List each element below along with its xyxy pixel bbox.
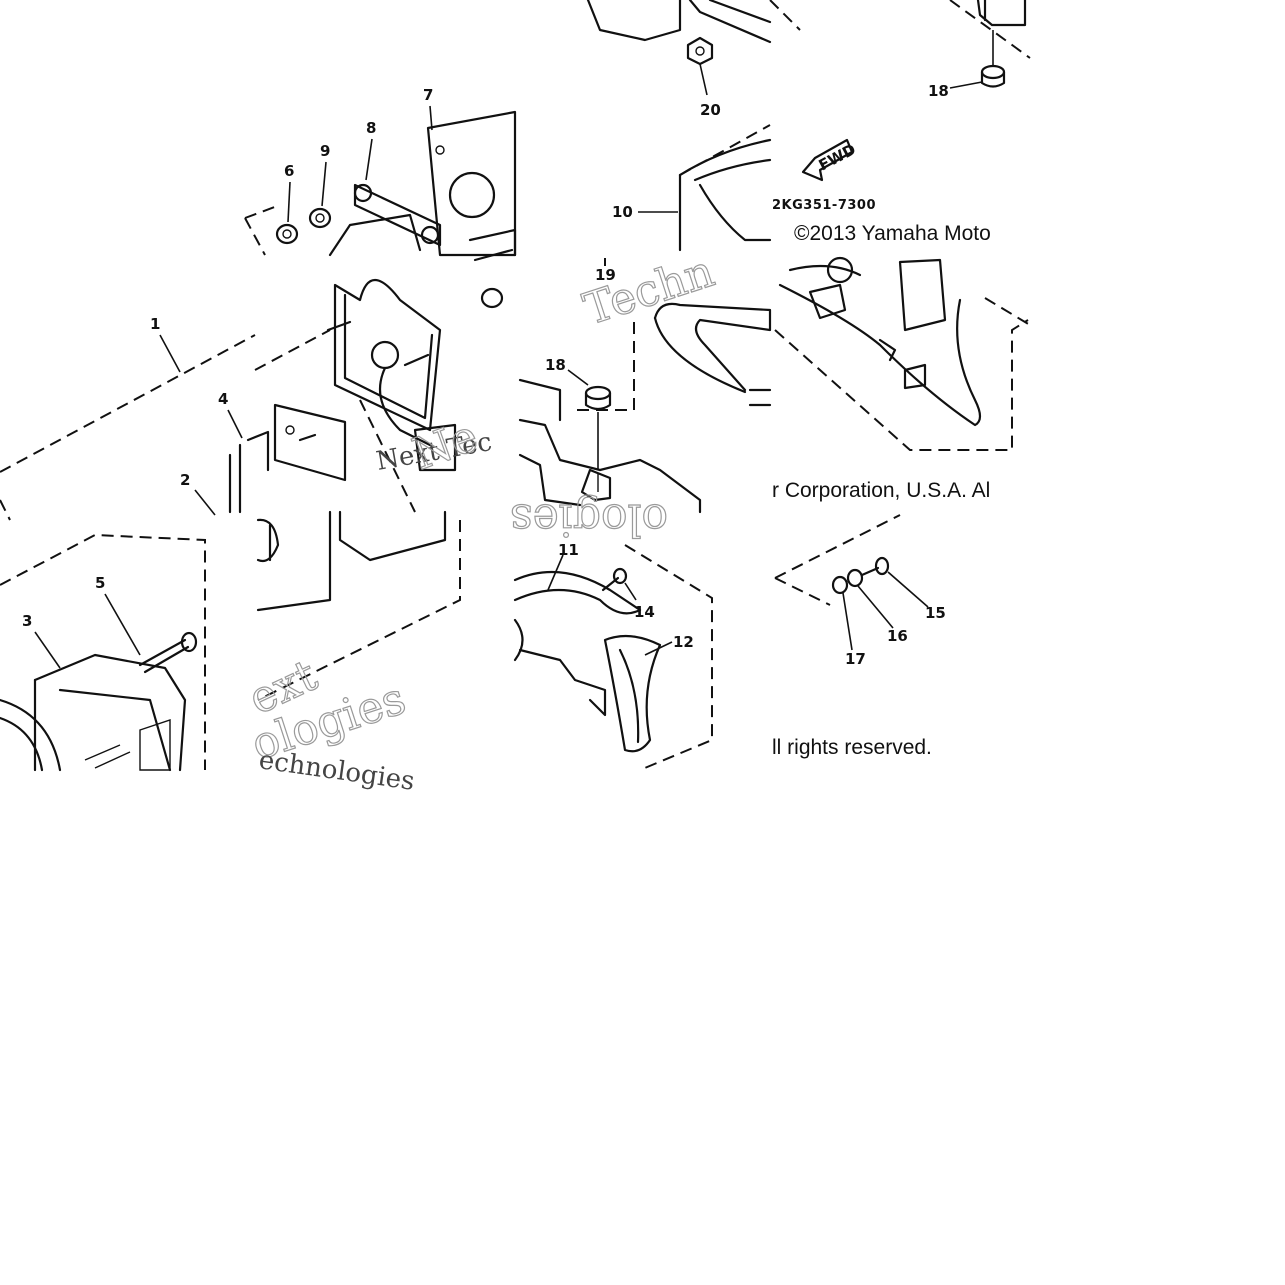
watermarks: Techn Next Tec ologies ext ologies echno… (240, 245, 720, 797)
bolt-part-15 (860, 556, 929, 608)
callout-15: 15 (925, 604, 946, 622)
fwd-arrow: FWD (801, 138, 859, 182)
lamp-body-lower (256, 510, 461, 701)
copyright-line-2: r Corporation, U.S.A. Al (772, 479, 990, 502)
callout-10: 10 (612, 203, 633, 221)
callout-20: 20 (700, 101, 721, 119)
copyright-line-1: ©2013 Yamaha Moto (794, 222, 991, 245)
washer-part-9 (308, 207, 332, 229)
callout-5: 5 (95, 574, 105, 592)
watermark-ologies-mid: ologies (510, 494, 668, 545)
callout-2: 2 (180, 471, 190, 489)
dashed-leader-part-1 (0, 334, 256, 521)
callout-6: 6 (284, 162, 294, 180)
part-code: 2KG351-7300 (772, 198, 876, 213)
nut-part-20 (686, 36, 714, 96)
callout-19: 19 (595, 266, 616, 284)
rear-fender-panel (518, 302, 772, 514)
callout-3: 3 (22, 612, 32, 630)
screw-part-14 (601, 567, 637, 601)
callout-18-center: 18 (545, 356, 566, 374)
copyright-line-3: ll rights reserved. (772, 736, 932, 759)
callout-8: 8 (366, 119, 376, 137)
callout-18-top: 18 (928, 82, 949, 100)
lamp-base-part-2 (254, 279, 457, 482)
callout-11: 11 (558, 541, 579, 559)
dashed-leader-fasteners (774, 514, 901, 606)
spring-washer-part-16 (846, 568, 894, 629)
callout-16: 16 (887, 627, 908, 645)
copyright-notice: ©2013 Yamaha Moto r Corporation, U.S.A. … (772, 215, 1030, 759)
bulb-socket (359, 228, 517, 513)
grommet-part-18-top (949, 64, 1006, 89)
gasket-part-4 (228, 430, 270, 514)
callout-17: 17 (845, 650, 866, 668)
grab-rail-part-11 (513, 554, 642, 717)
bracket-top-right (586, 0, 772, 44)
callout-12: 12 (673, 633, 694, 651)
fender-part-10 (638, 124, 772, 252)
rear-fender-assembly (774, 256, 1031, 451)
rail-end-part-12 (603, 544, 713, 771)
taillight-lens-part-3 (0, 533, 206, 772)
callout-1: 1 (150, 315, 160, 333)
license-bracket-part-7 (244, 110, 517, 257)
callout-labels: 1 2 3 4 5 6 7 8 9 10 11 12 14 15 16 17 1… (22, 82, 949, 669)
bolt-part-5 (138, 631, 198, 674)
callout-7: 7 (423, 86, 433, 104)
nut-part-6 (275, 223, 299, 245)
washer-part-17 (831, 575, 853, 651)
callout-4: 4 (218, 390, 228, 408)
watermark-echnologies: echnologies (257, 745, 416, 797)
stay-part-8 (328, 183, 442, 257)
callout-9: 9 (320, 142, 330, 160)
bracket-top-right-far (769, 0, 1031, 65)
grommet-part-18-center (567, 369, 612, 470)
callout-14: 14 (634, 603, 655, 621)
